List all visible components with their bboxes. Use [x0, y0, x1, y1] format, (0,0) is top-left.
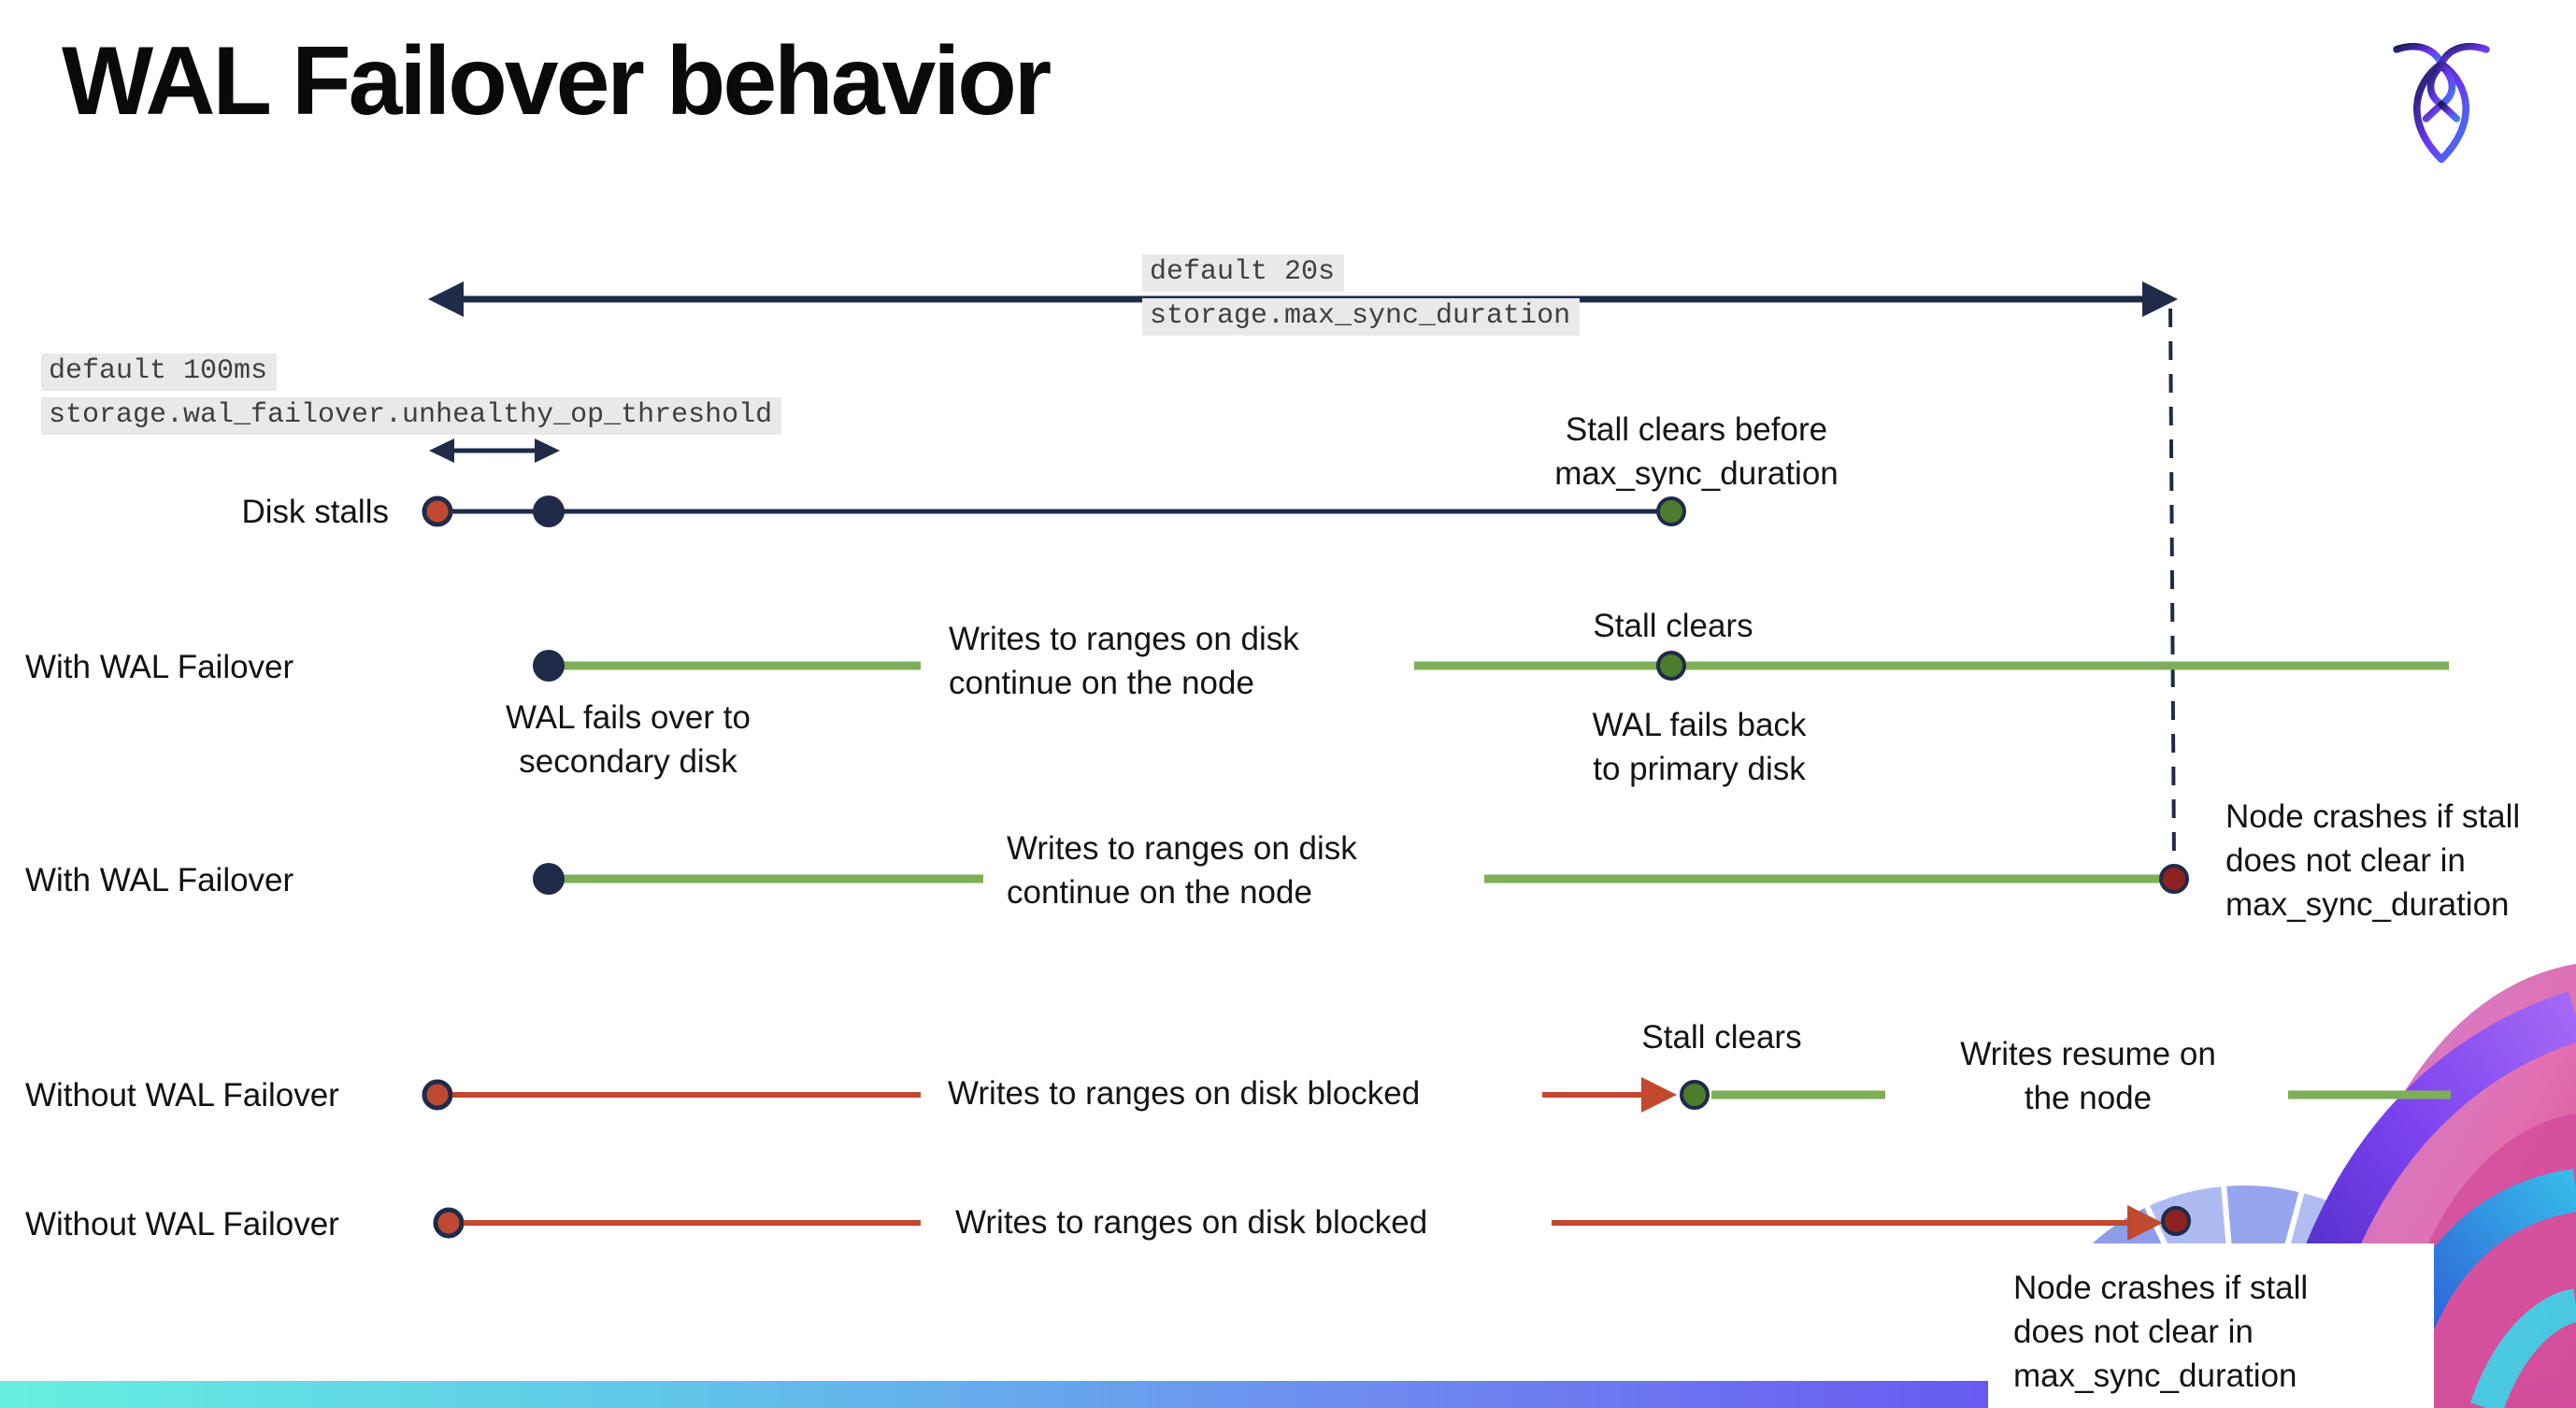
writes-resume-note: Writes resume on the node [1960, 1036, 2216, 1116]
writes-continue-note-1: Writes to ranges on disk continue on the… [949, 621, 1299, 701]
max-sync-name: storage.max_sync_duration [1142, 298, 1581, 336]
threshold-arrowhead-left [429, 438, 454, 463]
crash-dot-2 [2161, 1206, 2191, 1236]
row-label-with-wal-2: With WAL Failover [25, 862, 294, 898]
nowal1-stall-dot [422, 1079, 453, 1111]
nowal2-stall-dot [433, 1207, 465, 1239]
page-title: WAL Failover behavior [62, 27, 1052, 136]
stall-clears-note-2: Stall clears [1641, 1019, 1802, 1056]
crash-callout-box: Node crashes if stall does not clear in … [1988, 1243, 2434, 1408]
max-sync-arrowhead-left [428, 281, 464, 317]
stall-start-dot [422, 496, 453, 527]
stall-clears-note-1: Stall clears [1593, 608, 1753, 644]
nowal1-red-arrowhead [1641, 1077, 1677, 1113]
threshold-arrowhead-right [535, 438, 560, 463]
max-sync-setting-label: default 20s storage.max_sync_duration [1142, 254, 1581, 336]
deadline-dashed-line [2168, 308, 2176, 867]
row-label-with-wal-1: With WAL Failover [25, 649, 294, 685]
writes-blocked-note-1: Writes to ranges on disk blocked [948, 1075, 1421, 1112]
stall-clears-dot-3 [1680, 1080, 1710, 1110]
fails-over-note: WAL fails over to secondary disk [506, 699, 751, 780]
stall-clears-before-note: Stall clears before max_sync_duration [1554, 411, 1839, 492]
stall-clears-dot-2 [1656, 651, 1686, 681]
failover-trigger-dot [533, 496, 565, 527]
row-label-without-wal-1: Without WAL Failover [25, 1077, 339, 1113]
crash-note-1: Node crashes if stall does not clear in … [2225, 798, 2521, 923]
stall-clears-dot-1 [1656, 496, 1686, 526]
row-label-without-wal-2: Without WAL Failover [25, 1206, 339, 1243]
crash-note-2: Node crashes if stall does not clear in … [2013, 1270, 2309, 1394]
writes-blocked-note-2: Writes to ranges on disk blocked [955, 1204, 1428, 1241]
nowal2-red-arrowhead [2127, 1205, 2163, 1241]
writes-continue-note-2: Writes to ranges on disk continue on the… [1007, 830, 1357, 911]
unhealthy-op-name: storage.wal_failover.unhealthy_op_thresh… [41, 397, 782, 435]
unhealthy-op-setting-label: default 100ms storage.wal_failover.unhea… [41, 353, 782, 435]
wal1-failover-dot [533, 650, 565, 682]
row-label-disk-stalls: Disk stalls [241, 494, 389, 530]
max-sync-default: default 20s [1142, 254, 1345, 292]
max-sync-arrowhead-right [2142, 281, 2178, 317]
fails-back-note: WAL fails back to primary disk [1592, 707, 1807, 787]
cyan-arc [2469, 1288, 2576, 1408]
crash-dot-1 [2159, 864, 2189, 894]
unhealthy-op-default: default 100ms [41, 353, 278, 391]
cockroachdb-logo-icon [2393, 42, 2490, 164]
wal2-failover-dot [533, 863, 565, 895]
